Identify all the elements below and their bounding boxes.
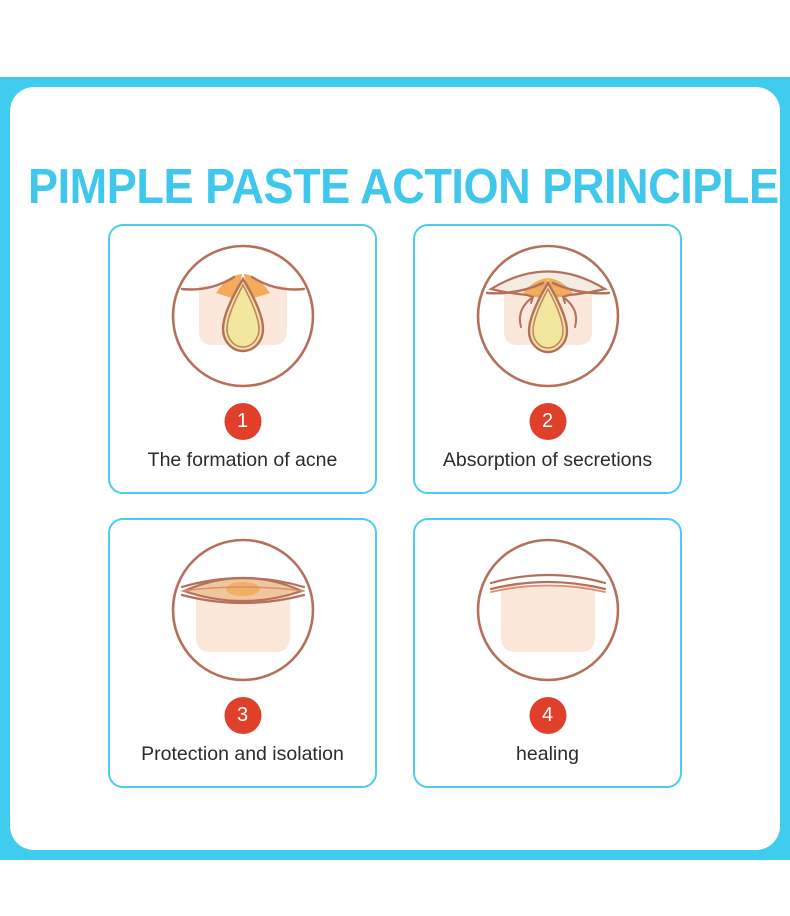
step-card-1[interactable]: 1 The formation of acne: [108, 224, 377, 494]
step-card-3[interactable]: 3 Protection and isolation: [108, 518, 377, 788]
step-number-badge: 3: [224, 697, 261, 734]
steps-grid: 1 The formation of acne: [108, 224, 682, 788]
step-card-2[interactable]: 2 Absorption of secretions: [413, 224, 682, 494]
step-number-badge: 2: [529, 403, 566, 440]
healing-diagram-icon: [463, 525, 633, 695]
step-caption: The formation of acne: [147, 449, 338, 471]
secretion-absorption-diagram-icon: [463, 231, 633, 401]
step-number-badge: 1: [224, 403, 261, 440]
acne-formation-diagram-icon: [158, 231, 328, 401]
step-caption: healing: [516, 743, 579, 765]
step-card-4[interactable]: 4 healing: [413, 518, 682, 788]
protection-isolation-diagram-icon: [158, 525, 328, 695]
step-caption: Protection and isolation: [141, 743, 344, 765]
step-caption: Absorption of secretions: [442, 449, 653, 471]
page-title: PIMPLE PASTE ACTION PRINCIPLE: [28, 159, 779, 214]
step-number-badge: 4: [529, 697, 566, 734]
